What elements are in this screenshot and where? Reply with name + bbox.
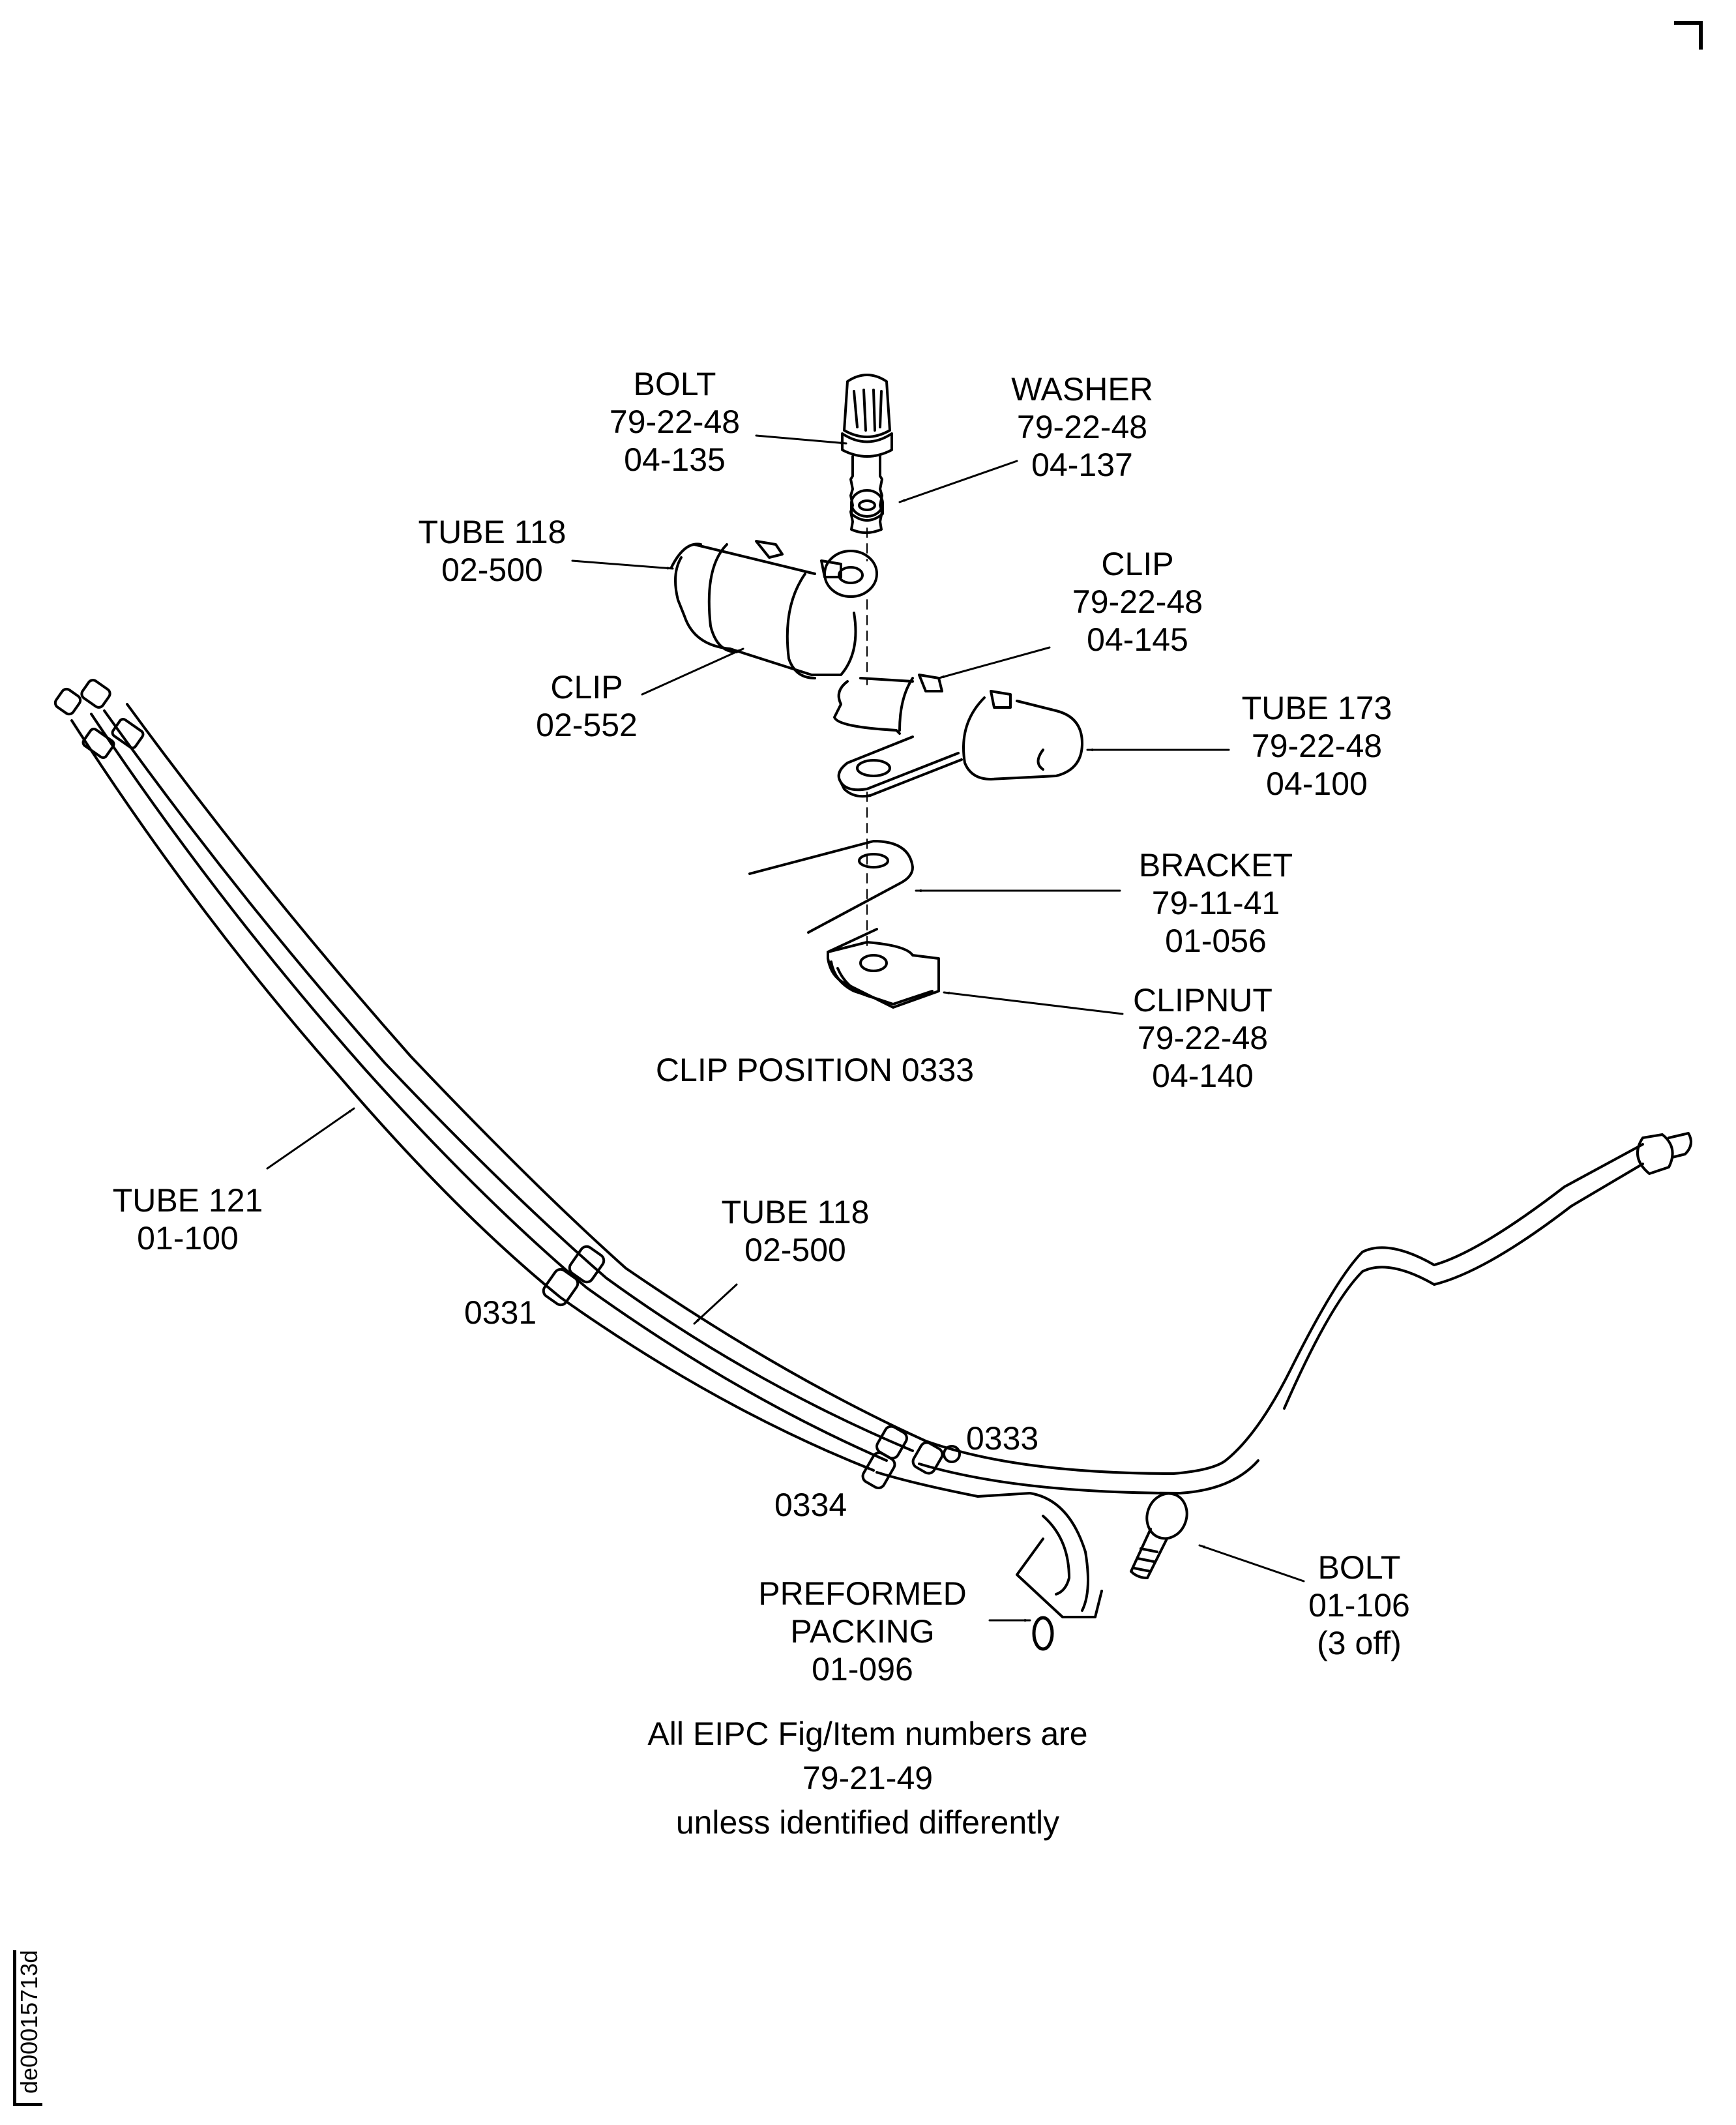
callout-tube-118-main: TUBE 118 02-500: [722, 1193, 870, 1269]
clip-position-0333-label: 0333: [966, 1420, 1039, 1457]
callout-name: BOLT: [633, 366, 716, 402]
callout-fig: 79-22-48: [1016, 409, 1148, 445]
clip-0334-part: [861, 1451, 896, 1489]
clip-04-145-part: [833, 674, 1083, 798]
callout-name: TUBE 118: [721, 1194, 870, 1230]
callout-fig: 79-22-48: [609, 404, 741, 440]
callout-bolt-01-106: BOLT 01-106 (3 off): [1308, 1549, 1410, 1662]
callout-tube-173: TUBE 173 79-22-48 04-100: [1242, 689, 1392, 803]
callout-fig: 79-22-48: [1251, 728, 1383, 764]
bolt-01-106-part: [1130, 1492, 1188, 1579]
callout-item: 01-100: [137, 1220, 239, 1256]
callout-item: 04-137: [1031, 447, 1133, 483]
callout-fig: 79-22-48: [1072, 584, 1203, 620]
note-line-2: 79-21-49: [802, 1760, 934, 1796]
callout-name: CLIP: [1101, 546, 1174, 582]
callout-name-line2: PACKING: [790, 1613, 935, 1650]
callout-name: CLIPNUT: [1133, 982, 1273, 1018]
callout-item: 04-145: [1087, 621, 1188, 658]
callout-name: CLIP: [550, 669, 623, 706]
callout-name: BRACKET: [1138, 847, 1293, 884]
callout-item: 01-096: [812, 1651, 913, 1687]
callout-bolt-04-135: BOLT 79-22-48 04-135: [610, 365, 740, 479]
clip-0333-part: [875, 1425, 961, 1475]
detail-title: CLIP POSITION 0333: [655, 1052, 975, 1088]
callout-name: TUBE 173: [1241, 690, 1392, 726]
eipc-note: All EIPC Fig/Item numbers are 79-21-49 u…: [647, 1712, 1087, 1845]
leader-lines: [266, 434, 1305, 1622]
callout-name-line1: PREFORMED: [758, 1575, 967, 1612]
callout-name: TUBE 121: [112, 1182, 263, 1219]
callout-clipnut: CLIPNUT 79-22-48 04-140: [1133, 981, 1273, 1095]
tube-121-part: [70, 713, 1031, 1498]
callout-preformed-packing: PREFORMED PACKING 01-096: [758, 1575, 966, 1688]
tube-121-flange: [1016, 1492, 1103, 1618]
clip-position-title: CLIP POSITION 0333: [656, 1051, 974, 1089]
callout-fig: 79-11-41: [1151, 885, 1280, 921]
callout-item: 02-500: [441, 552, 543, 588]
tube-173-part: [918, 1132, 1692, 1494]
bracket-01-056-part: [748, 840, 914, 953]
clip-position-0331-label: 0331: [464, 1294, 537, 1331]
callout-item: 01-106: [1308, 1587, 1410, 1624]
document-id: de00015713d: [13, 1950, 42, 2106]
tube-118-part: [103, 703, 927, 1452]
callout-clip-04-145: CLIP 79-22-48 04-145: [1072, 545, 1203, 659]
callout-bracket: BRACKET 79-11-41 01-056: [1139, 846, 1293, 960]
callout-qty: (3 off): [1317, 1625, 1402, 1661]
crop-mark-top-right: [1674, 21, 1703, 50]
callout-tube-118-detail: TUBE 118 02-500: [419, 513, 566, 589]
callout-item: 04-135: [624, 441, 726, 478]
callout-washer-04-137: WASHER 79-22-48 04-137: [1011, 370, 1153, 484]
callout-tube-121: TUBE 121 01-100: [113, 1181, 263, 1257]
clip-02-552-part: [670, 540, 878, 679]
preformed-packing-part: [1032, 1616, 1054, 1651]
note-line-1: All EIPC Fig/Item numbers are: [647, 1716, 1088, 1752]
callout-item: 02-552: [536, 707, 638, 743]
washer-04-137-part: [850, 489, 884, 522]
clipnut-04-140-part: [827, 941, 940, 1009]
callout-name: TUBE 118: [418, 514, 566, 550]
callout-item: 04-100: [1266, 765, 1368, 802]
callout-item: 02-500: [744, 1232, 846, 1268]
clip-0331-part: [542, 1245, 606, 1307]
callout-name: BOLT: [1317, 1549, 1401, 1586]
callout-item: 01-056: [1165, 923, 1267, 959]
callout-clip-02-552: CLIP 02-552: [536, 668, 638, 744]
clip-position-0334-label: 0334: [774, 1487, 847, 1523]
callout-fig: 79-22-48: [1137, 1020, 1269, 1056]
tube-end-fittings: [53, 679, 145, 759]
callout-name: WASHER: [1011, 371, 1153, 408]
note-line-3: unless identified differently: [675, 1804, 1060, 1841]
callout-item: 04-140: [1152, 1058, 1254, 1094]
